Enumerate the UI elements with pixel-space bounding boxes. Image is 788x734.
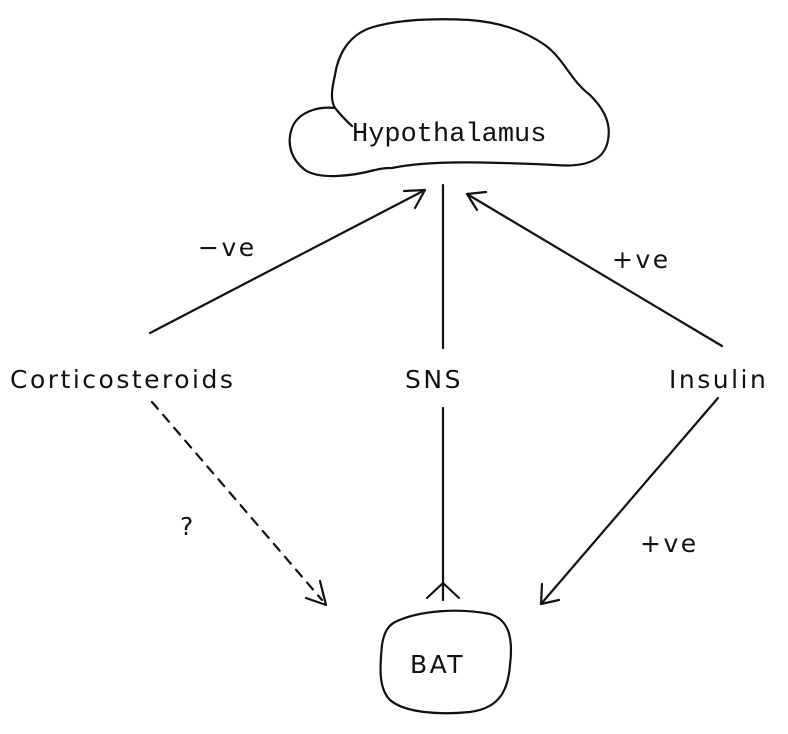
hypothalamus-shape <box>290 19 609 176</box>
insulin-label: Insulin <box>669 365 768 394</box>
hypothalamus-fold <box>335 108 352 126</box>
insulin-to-hypothalamus-arrow <box>467 194 722 346</box>
insulin-hypothalamus-arrowhead <box>467 192 486 210</box>
corticosteroids-to-hypothalamus-arrow <box>150 190 425 333</box>
corticosteroids-hypothalamus-effect-label: −ve <box>198 233 257 262</box>
insulin-hypothalamus-effect-label: +ve <box>612 245 671 274</box>
bat-label: BAT <box>410 650 465 679</box>
sns-label: SNS <box>405 365 463 394</box>
corticosteroids-label: Corticosteroids <box>10 365 235 394</box>
hypothalamus-label: Hypothalamus <box>352 120 546 150</box>
corticosteroids-to-bat-dashed-arrow <box>152 402 322 600</box>
corticosteroids-bat-effect-label: ? <box>180 512 196 541</box>
insulin-bat-effect-label: +ve <box>640 529 699 558</box>
insulin-to-bat-arrow <box>541 398 718 604</box>
